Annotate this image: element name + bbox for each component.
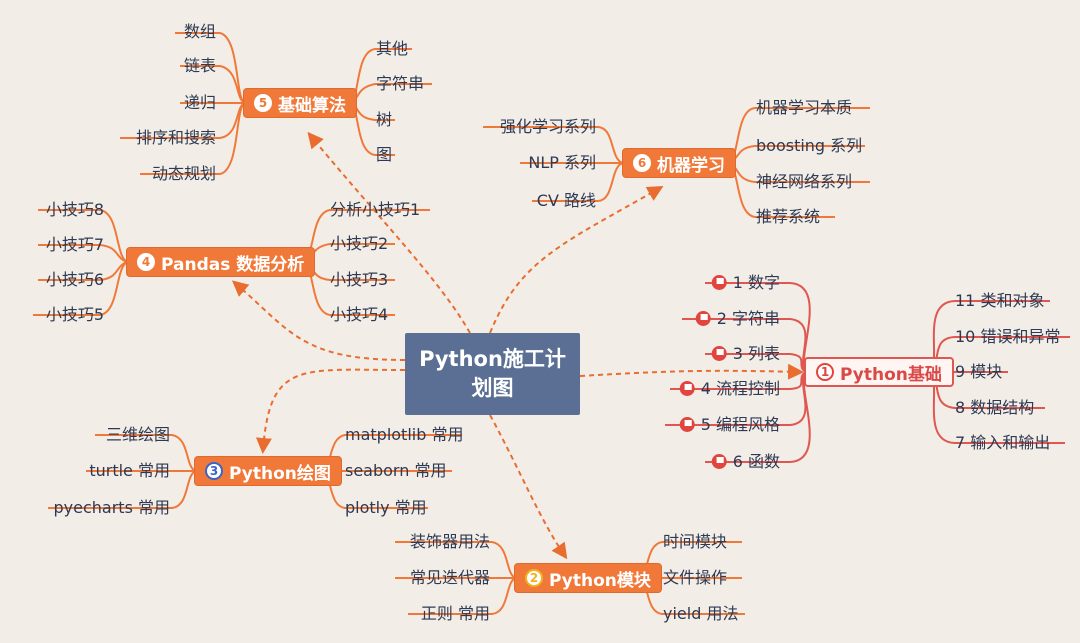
node-label: Python模块	[549, 570, 651, 591]
leaf-item[interactable]: 字符串	[376, 74, 425, 93]
leaf-item[interactable]: 5 编程风格	[679, 415, 780, 435]
leaf-item[interactable]: 9 模块	[955, 362, 1003, 381]
leaf-item[interactable]: 正则 常用	[420, 604, 490, 623]
leaf-item[interactable]: 树	[376, 110, 393, 129]
leaf-item[interactable]: 8 数据结构	[955, 398, 1035, 417]
leaf-label: 2 字符串	[716, 309, 780, 328]
node-label: Python基础	[840, 364, 942, 385]
leaf-label: 4 流程控制	[700, 379, 780, 398]
leaf-item[interactable]: 小技巧8	[45, 200, 104, 219]
flag-icon	[679, 417, 695, 432]
leaf-label: 6 函数	[732, 452, 780, 471]
leaf-item[interactable]: 常见迭代器	[409, 568, 490, 587]
leaf-item[interactable]: 1 数字	[711, 273, 780, 293]
flag-icon	[695, 311, 711, 326]
leaf-item[interactable]: 小技巧5	[45, 305, 104, 324]
leaf-item[interactable]: 强化学习系列	[499, 117, 596, 136]
leaf-item[interactable]: 推荐系统	[756, 207, 821, 226]
number-badge: 4	[137, 253, 155, 271]
leaf-item[interactable]: 小技巧3	[330, 270, 389, 289]
leaf-item[interactable]: plotly 常用	[345, 498, 427, 517]
node-label: Python绘图	[229, 463, 331, 484]
flag-icon	[711, 275, 727, 290]
leaf-item[interactable]: 小技巧4	[330, 305, 389, 324]
leaf-item[interactable]: 分析小技巧1	[330, 200, 421, 219]
node-label: Pandas 数据分析	[161, 254, 305, 275]
link-modules	[489, 414, 568, 560]
leaf-item[interactable]: 动态规划	[151, 164, 216, 183]
leaf-item[interactable]: 图	[376, 145, 393, 164]
center-label-line1: Python施工计	[419, 346, 566, 371]
leaf-item[interactable]: pyecharts 常用	[53, 498, 171, 517]
leaf-item[interactable]: yield 用法	[663, 604, 739, 623]
leaf-item[interactable]: 10 错误和异常	[955, 327, 1061, 346]
leaf-item[interactable]: 6 函数	[711, 452, 780, 472]
node-modules[interactable]: 2 Python模块	[514, 563, 662, 593]
node-plot[interactable]: 3 Python绘图	[194, 456, 342, 486]
node-ml[interactable]: 6 机器学习	[622, 148, 736, 178]
flag-icon	[711, 454, 727, 469]
leaf-item[interactable]: NLP 系列	[528, 153, 596, 172]
leaf-item[interactable]: 小技巧7	[45, 235, 104, 254]
leaf-item[interactable]: turtle 常用	[89, 461, 170, 480]
leaf-label: 3 列表	[732, 344, 780, 363]
leaf-label: 5 编程风格	[700, 415, 780, 434]
number-badge: 2	[525, 569, 543, 587]
leaf-item[interactable]: 文件操作	[663, 568, 728, 587]
flag-icon	[679, 381, 695, 396]
leaf-item[interactable]: 数组	[183, 22, 216, 41]
leaf-item[interactable]: 2 字符串	[695, 309, 780, 329]
link-plot	[255, 368, 406, 454]
link-basic-algo	[307, 131, 471, 334]
center-label-line2: 划图	[471, 376, 514, 400]
number-badge: 5	[254, 94, 272, 112]
link-ml	[489, 186, 664, 334]
leaf-item[interactable]: CV 路线	[536, 191, 596, 210]
leaf-item[interactable]: 3 列表	[711, 344, 780, 364]
leaf-item[interactable]: 递归	[183, 93, 216, 112]
leaf-item[interactable]: matplotlib 常用	[345, 425, 464, 444]
leaf-item[interactable]: 其他	[376, 39, 409, 58]
leaf-item[interactable]: 三维绘图	[105, 425, 170, 444]
leaf-item[interactable]: 时间模块	[663, 532, 728, 551]
leaf-item[interactable]: 4 流程控制	[679, 379, 780, 399]
leaf-item[interactable]: 链表	[183, 56, 216, 75]
leaf-item[interactable]: 排序和搜索	[135, 128, 216, 147]
leaf-label: 1 数字	[732, 273, 780, 292]
number-badge: 1	[816, 363, 834, 381]
leaf-item[interactable]: seaborn 常用	[345, 461, 447, 480]
link-python-basic	[579, 363, 804, 380]
node-python-basic[interactable]: 1 Python基础	[804, 357, 954, 387]
node-basic-algo[interactable]: 5 基础算法	[243, 88, 357, 118]
leaf-item[interactable]: 11 类和对象	[955, 291, 1045, 310]
leaf-item[interactable]: 7 输入和输出	[955, 433, 1051, 452]
leaf-item[interactable]: 装饰器用法	[409, 532, 490, 551]
number-badge: 6	[633, 154, 651, 172]
leaf-item[interactable]: boosting 系列	[756, 136, 863, 155]
node-pandas[interactable]: 4 Pandas 数据分析	[126, 247, 316, 277]
node-label: 基础算法	[278, 95, 346, 116]
leaf-item[interactable]: 小技巧2	[330, 234, 389, 253]
leaf-item[interactable]: 神经网络系列	[756, 172, 853, 191]
number-badge: 3	[205, 462, 223, 480]
center-node[interactable]: Python施工计划图	[405, 333, 580, 415]
node-label: 机器学习	[657, 155, 725, 176]
leaf-item[interactable]: 机器学习本质	[756, 98, 853, 117]
flag-icon	[711, 346, 727, 361]
leaf-item[interactable]: 小技巧6	[45, 270, 104, 289]
